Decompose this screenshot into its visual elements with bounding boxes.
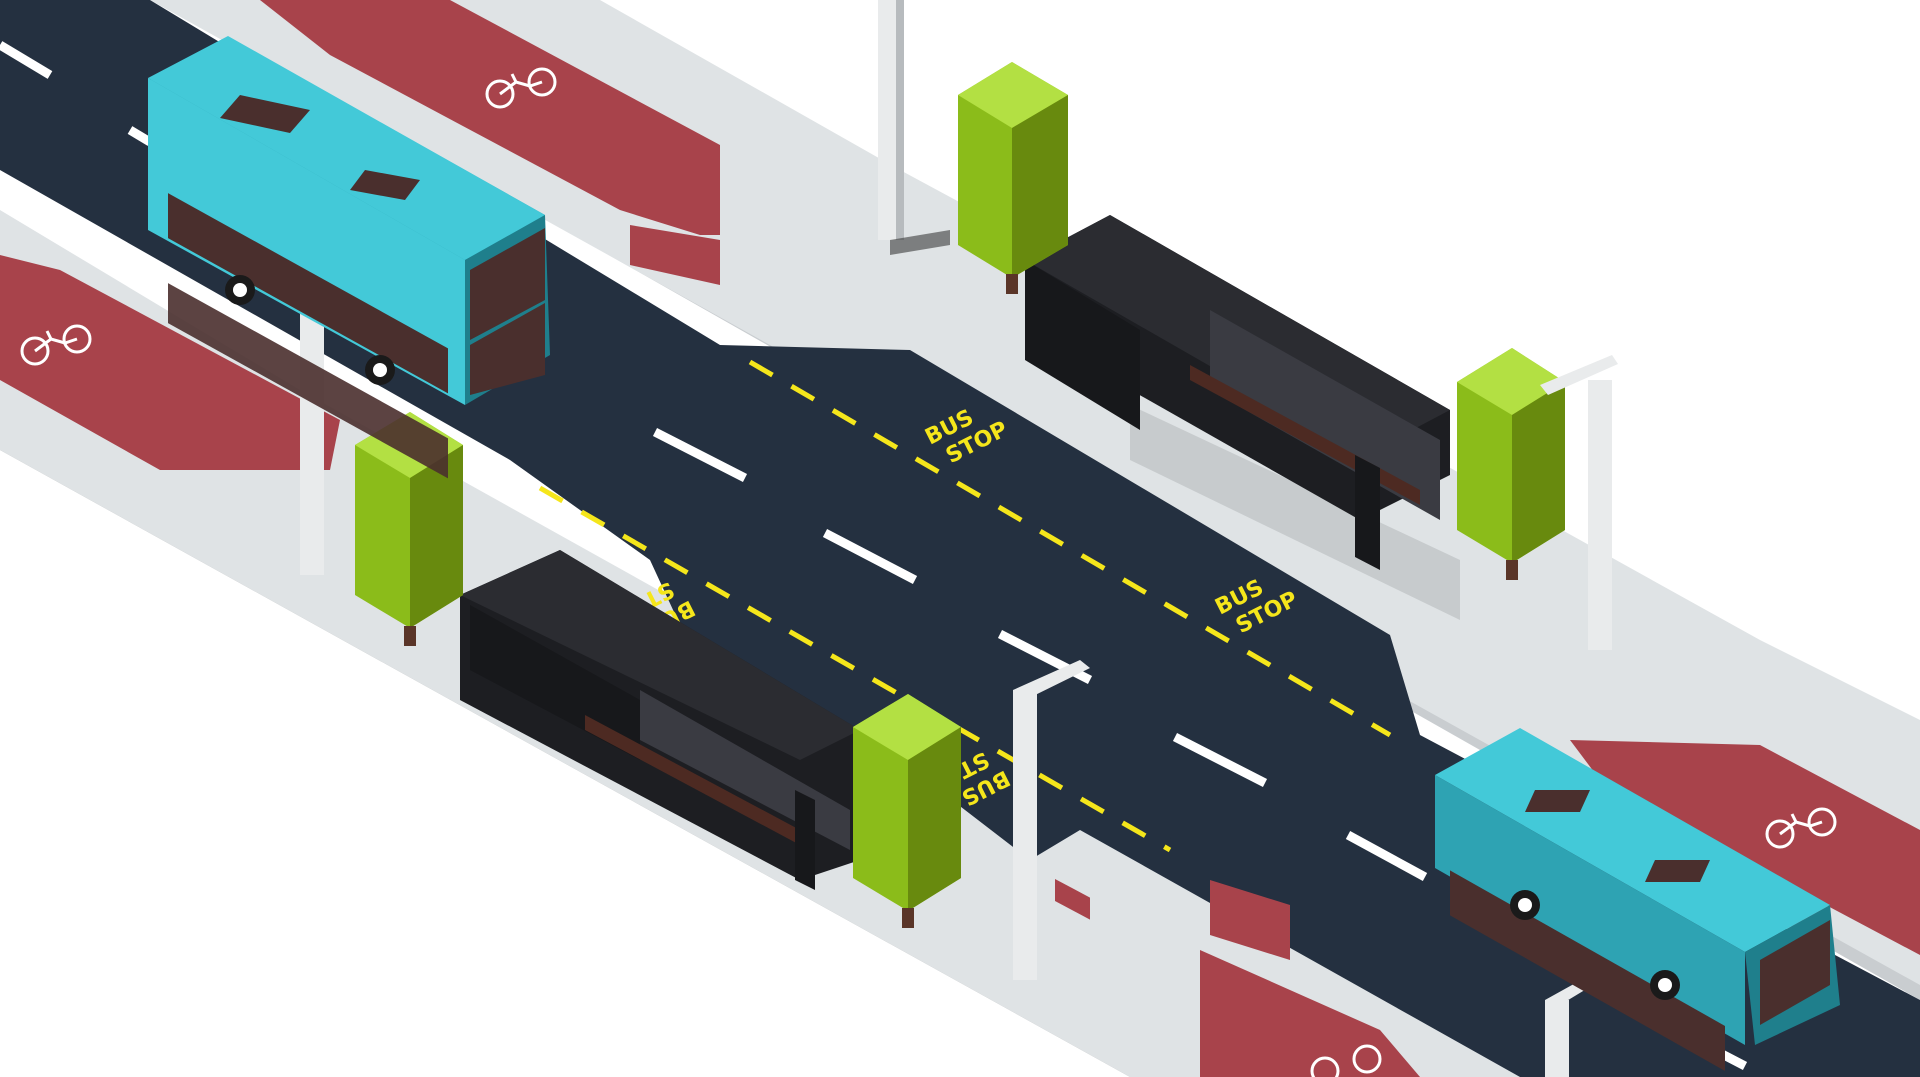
street-lamp-right: [1540, 355, 1618, 650]
bicycle-icon: [1765, 807, 1837, 849]
tree-bottom: [853, 694, 961, 928]
double-decker-bus: [148, 36, 550, 479]
shelter-sign: [1055, 878, 1090, 920]
bus-windows-upper: [168, 193, 448, 394]
shelter-bench: [585, 715, 800, 845]
bicycle-icon: [20, 324, 92, 366]
yellow-bus-bay-lines: [538, 359, 1392, 853]
bus-shelter-right: [1025, 215, 1460, 920]
bike-lane-left: [0, 255, 340, 470]
street-lamp-bottom-right: [1545, 975, 1598, 1077]
street-lamp-bottom: [1013, 660, 1090, 980]
bicycle-icon: [1310, 1044, 1382, 1077]
bus-windows: [1450, 870, 1725, 1071]
bicycle-icon: [485, 67, 557, 109]
bike-lane-bottom: [1200, 880, 1420, 1077]
tree-top: [958, 62, 1068, 294]
bike-lane-right: [1570, 740, 1920, 955]
bus-shelter-left: [460, 550, 860, 890]
single-deck-bus: [1435, 728, 1840, 1071]
bike-lane-top-left: [260, 0, 720, 285]
bus-windows-lower: [168, 283, 448, 479]
tree-right: [1457, 348, 1565, 580]
street-lamp-top: [878, 0, 950, 255]
